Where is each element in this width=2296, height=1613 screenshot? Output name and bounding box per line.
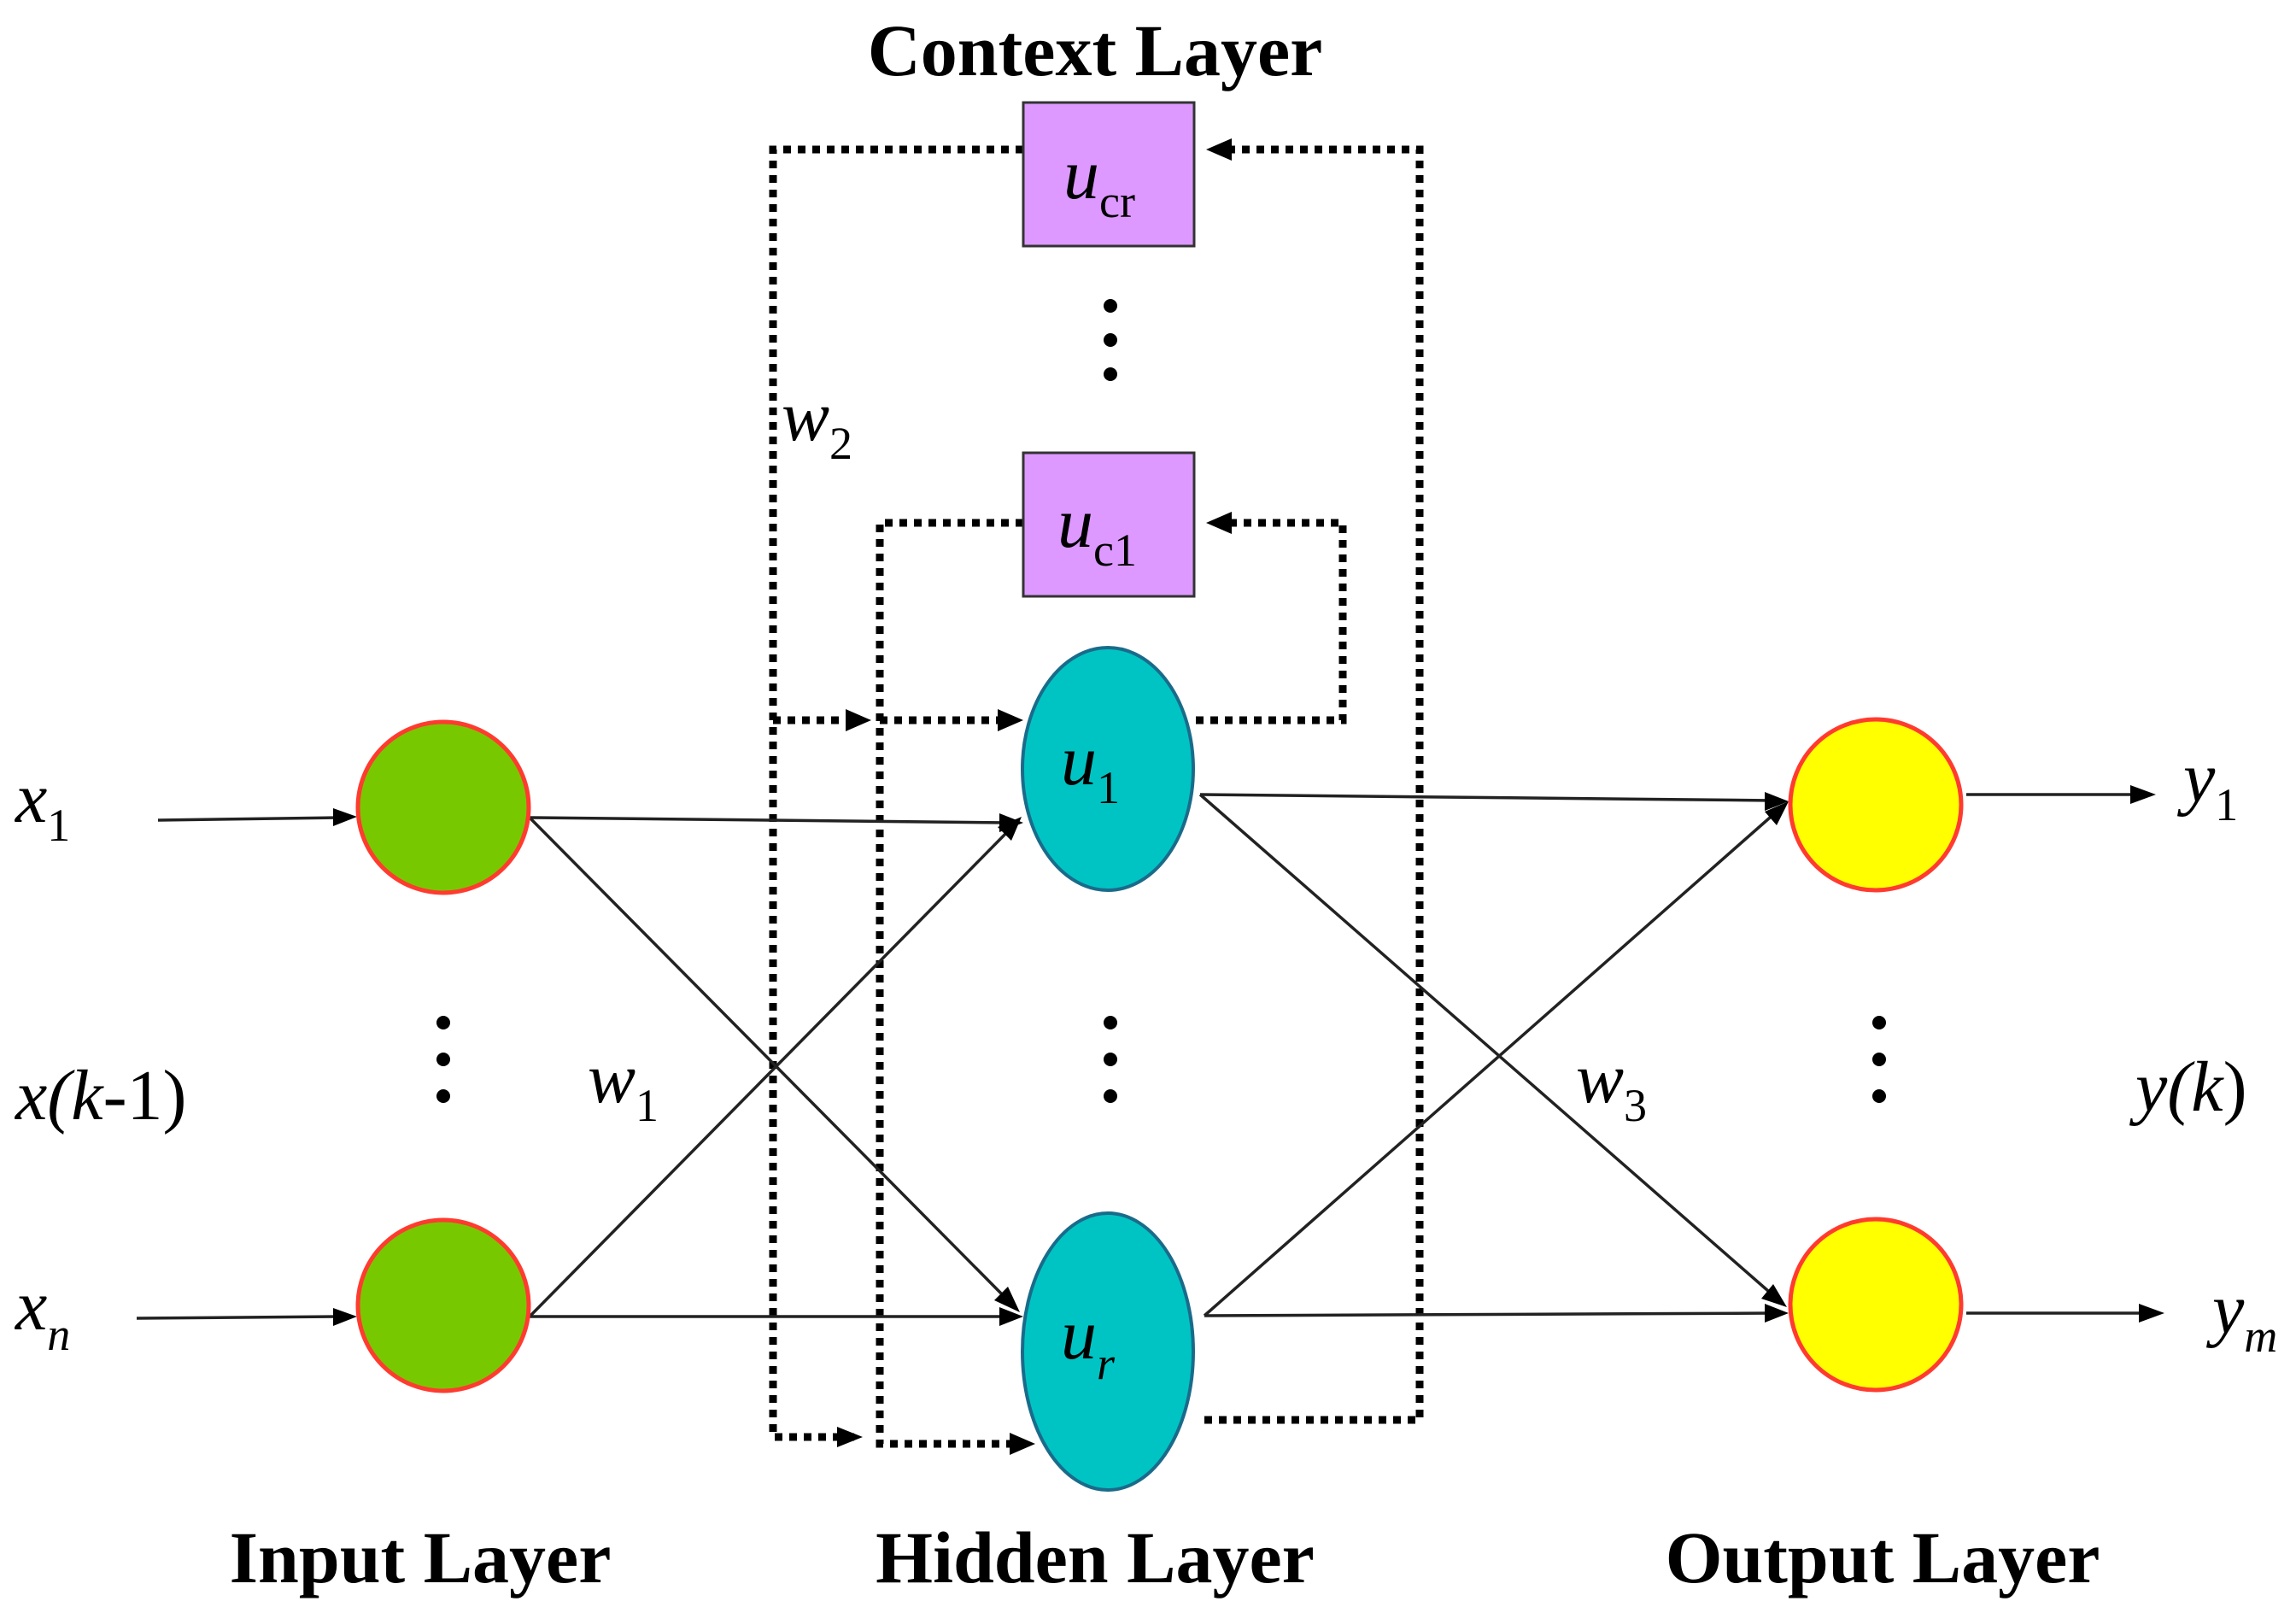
h1-to-out1 bbox=[1199, 793, 1773, 802]
recurrent-connections bbox=[769, 138, 1424, 1455]
arrowhead-ur-inner bbox=[1010, 1433, 1035, 1455]
input-layer bbox=[355, 719, 531, 1393]
output-node-1 bbox=[1788, 717, 1964, 893]
ur-to-ucr-loop bbox=[1204, 145, 1424, 1424]
label-w3: w3 bbox=[1576, 1039, 1647, 1131]
hidden-node-ur bbox=[1021, 1211, 1195, 1492]
in1-to-h1 bbox=[529, 816, 1009, 824]
input-layer-title: Input Layer bbox=[230, 1516, 612, 1598]
x1-input-line bbox=[157, 816, 341, 822]
hidden-layer bbox=[1021, 646, 1195, 1492]
label-y-k: y(k) bbox=[2129, 1047, 2247, 1127]
hidden-ellipsis bbox=[1104, 1016, 1117, 1103]
arrowhead-inn-h1 bbox=[998, 817, 1022, 841]
label-xn: xn bbox=[14, 1266, 70, 1360]
arrowhead-uc1 bbox=[1206, 512, 1232, 534]
arrowhead-y1 bbox=[2130, 785, 2156, 804]
arrowhead-h1-outm bbox=[1761, 1284, 1787, 1307]
context-layer bbox=[1022, 101, 1196, 598]
in1-to-hr bbox=[528, 816, 1010, 1302]
output-node-m bbox=[1788, 1217, 1964, 1393]
hr-to-out1 bbox=[1203, 810, 1778, 1317]
u1-to-uc1-loop bbox=[1196, 519, 1347, 724]
hr-to-outm bbox=[1204, 1311, 1773, 1317]
arrowhead-ym bbox=[2139, 1304, 2164, 1323]
label-x-k-minus-1: x(k-1) bbox=[14, 1056, 187, 1135]
arrowhead-hr-outm bbox=[1765, 1304, 1789, 1323]
label-ur: ur bbox=[1061, 1295, 1116, 1389]
label-ym: ym bbox=[2205, 1270, 2277, 1362]
input-ellipsis bbox=[436, 1016, 450, 1103]
label-ucr: ucr bbox=[1063, 135, 1135, 227]
arrowhead-hr-out1 bbox=[1765, 801, 1789, 825]
ucr-to-hidden-feed bbox=[769, 145, 1023, 1441]
h1-to-outm bbox=[1198, 793, 1777, 1299]
hidden-layer-title: Hidden Layer bbox=[876, 1516, 1315, 1598]
label-x1: x1 bbox=[14, 759, 70, 851]
arrowhead-inn-hr bbox=[999, 1307, 1023, 1326]
output-layer-title: Output Layer bbox=[1666, 1516, 2100, 1598]
label-y1: y1 bbox=[2176, 738, 2238, 830]
arrowhead-u1-outer bbox=[846, 709, 871, 731]
xn-input-line bbox=[136, 1315, 341, 1320]
output-ellipsis bbox=[1872, 1016, 1886, 1103]
context-ellipsis bbox=[1104, 299, 1117, 381]
arrowhead-ucr bbox=[1206, 138, 1232, 161]
arrowhead-h1-out1 bbox=[1765, 792, 1789, 811]
inn-to-h1 bbox=[528, 827, 1012, 1318]
context-node-uc1 bbox=[1022, 451, 1196, 598]
label-u1: u1 bbox=[1061, 721, 1120, 813]
arrowhead-in1-hr bbox=[994, 1287, 1020, 1312]
context-node-ucr bbox=[1022, 101, 1196, 248]
hidden-node-u1 bbox=[1021, 646, 1195, 892]
arrowhead-ur-outer bbox=[837, 1427, 863, 1447]
label-w1: w1 bbox=[588, 1039, 659, 1131]
context-layer-title: Context Layer bbox=[868, 9, 1323, 91]
feedforward-connections bbox=[136, 785, 2164, 1326]
uc1-to-hidden-feed bbox=[876, 519, 1023, 1448]
label-w2: w2 bbox=[782, 377, 852, 469]
arrowhead-x1 bbox=[333, 808, 357, 826]
label-uc1: uc1 bbox=[1057, 484, 1137, 576]
arrowhead-xn bbox=[333, 1308, 357, 1326]
input-node-n bbox=[355, 1217, 531, 1393]
output-layer bbox=[1788, 717, 1964, 1393]
arrowhead-u1-inner bbox=[998, 709, 1023, 731]
input-node-1 bbox=[355, 719, 531, 895]
